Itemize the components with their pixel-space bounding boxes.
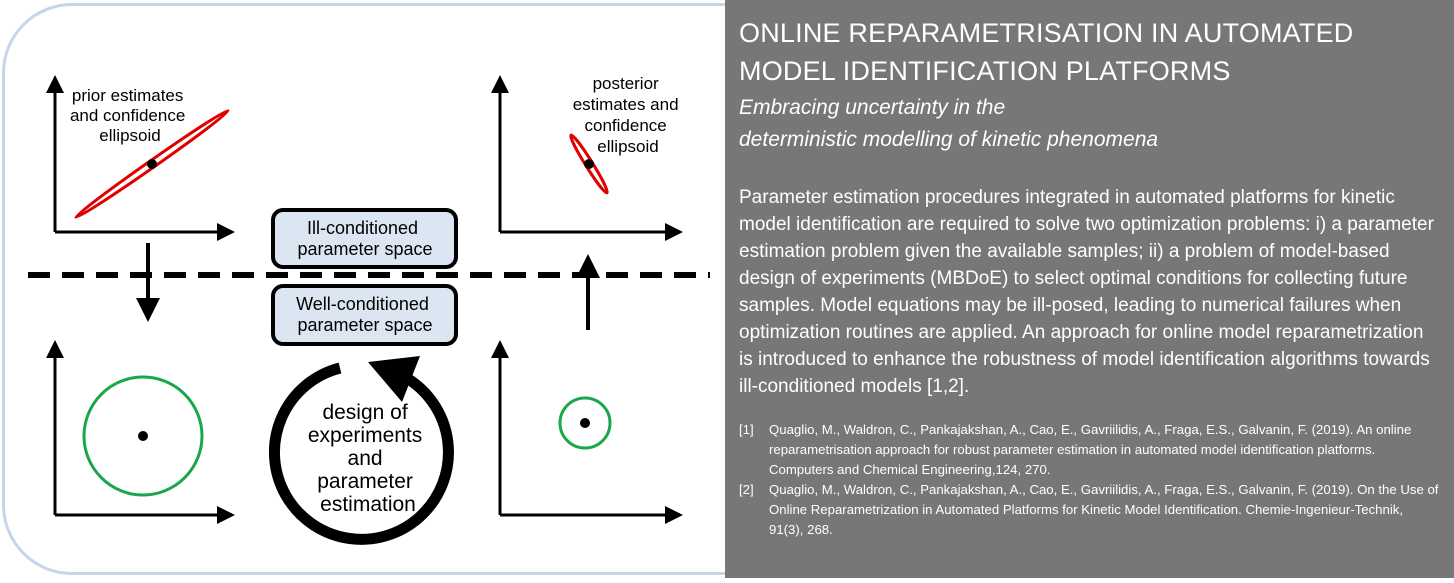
posterior-estimate-dot <box>584 159 594 169</box>
prior-label-line: ellipsoid <box>99 126 160 145</box>
title-line: MODEL IDENTIFICATION PLATFORMS <box>739 56 1231 86</box>
svg-text:design of experiments: design of experiments and parameter esti… <box>308 401 428 516</box>
posterior-circle <box>558 396 612 450</box>
reference-item: [1] Quaglio, M., Waldron, C., Pankajaksh… <box>739 420 1440 480</box>
cycle-label-line: parameter <box>317 470 413 493</box>
reparametrised-posterior-plot <box>491 340 683 524</box>
panel-subtitle: Embracing uncertainty in the determinist… <box>739 92 1440 156</box>
title-line: ONLINE REPARAMETRISATION IN AUTOMATED <box>739 18 1354 48</box>
prior-circle <box>82 375 204 497</box>
reference-text: Quaglio, M., Waldron, C., Pankajakshan, … <box>769 482 1439 537</box>
subtitle-line: Embracing uncertainty in the <box>739 96 1006 119</box>
reference-item: [2] Quaglio, M., Waldron, C., Pankajaksh… <box>739 480 1440 540</box>
posterior-plot: posterior estimates and confidence ellip… <box>491 74 684 241</box>
cycle-label-line: estimation <box>320 493 416 516</box>
posterior-label-line: ellipsoid <box>597 137 658 156</box>
reference-number: [1] <box>739 422 754 437</box>
cycle-arrow: design of experiments and parameter esti… <box>268 356 454 545</box>
cycle-arrowhead <box>368 356 420 402</box>
cycle-label-line: experiments <box>308 424 422 447</box>
references: [1] Quaglio, M., Waldron, C., Pankajaksh… <box>739 420 1440 540</box>
description-panel: ONLINE REPARAMETRISATION IN AUTOMATED MO… <box>725 0 1454 578</box>
prior-estimate-dot <box>147 159 157 169</box>
abstract-text: Parameter estimation procedures integrat… <box>739 187 1434 397</box>
reference-text: Quaglio, M., Waldron, C., Pankajakshan, … <box>769 422 1412 477</box>
svg-text:Ill-conditioned paramete: Ill-conditioned parameter space <box>297 218 432 259</box>
ill-box-line: Ill-conditioned <box>307 218 418 238</box>
ill-conditioned-box: Ill-conditioned parameter space <box>271 208 458 269</box>
cycle-label-line: design of <box>322 401 407 424</box>
prior-plot: prior estimates and confidence ellipsoid <box>46 75 232 232</box>
panel-title: ONLINE REPARAMETRISATION IN AUTOMATED MO… <box>739 14 1440 90</box>
svg-text:Well-conditioned paramet: Well-conditioned parameter space <box>296 294 434 335</box>
reference-number: [2] <box>739 482 754 497</box>
cycle-label-line: and <box>348 447 383 470</box>
svg-text:prior estimates and conf: prior estimates and confidence ellipsoid <box>70 86 190 145</box>
posterior-label-line: posterior <box>593 74 659 93</box>
svg-text:posterior estimates and: posterior estimates and confidence ellip… <box>573 74 684 156</box>
prior-label-line: prior estimates <box>72 86 183 105</box>
ill-box-line: parameter space <box>297 239 432 259</box>
subtitle-line: deterministic modelling of kinetic pheno… <box>739 128 1159 151</box>
well-box-line: parameter space <box>297 315 432 335</box>
reparametrisation-diagram: prior estimates and confidence ellipsoid… <box>28 74 710 545</box>
posterior-label-line: confidence <box>585 116 667 135</box>
prior-label-line: and confidence <box>70 106 185 125</box>
reparametrised-prior-plot <box>46 340 235 524</box>
posterior-label-line: estimates and <box>573 95 679 114</box>
well-conditioned-box: Well-conditioned parameter space <box>271 284 458 346</box>
well-box-line: Well-conditioned <box>296 294 429 314</box>
